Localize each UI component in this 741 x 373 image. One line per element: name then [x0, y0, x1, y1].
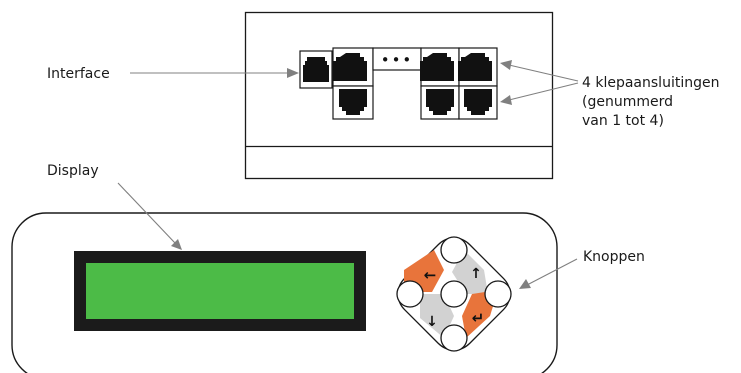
interface-panel: •••: [244, 11, 554, 180]
left-arrow-icon: ←: [424, 266, 437, 284]
control-panel: ← ↑ ↓ ↵: [11, 212, 558, 373]
valve-port-3-socket: [420, 53, 454, 81]
valve-port-6-socket: [464, 89, 492, 115]
keypad: ← ↑ ↓ ↵: [396, 236, 512, 352]
button-top[interactable]: [440, 236, 468, 264]
button-bottom[interactable]: [440, 324, 468, 352]
button-center[interactable]: [440, 280, 468, 308]
key-down-plate: [420, 294, 454, 338]
valve-port-2-socket: [339, 89, 367, 115]
valve-ports-label-line-1: 4 klepaansluitingen: [582, 75, 719, 91]
buttons-label: Knoppen: [583, 249, 645, 265]
valve-ports-leader-upper: [508, 64, 579, 82]
display-leader-arrowhead: [171, 239, 182, 250]
button-right[interactable]: [484, 280, 512, 308]
valve-ports-leader-lower: [508, 82, 579, 101]
leader-lines: [117, 60, 579, 289]
up-arrow-icon: ↑: [470, 266, 482, 282]
valve-ports-leader-lower-arrowhead: [500, 95, 512, 105]
display-screen: [86, 263, 354, 319]
valve-ports-label-line-3: van 1 tot 4): [582, 113, 664, 129]
interface-panel-body: [244, 11, 554, 180]
valve-ports-leader-upper-arrowhead: [500, 60, 512, 70]
valve-port-4-socket: [458, 53, 492, 81]
valve-port-5-socket: [426, 89, 454, 115]
ellipsis-dots: •••: [381, 51, 414, 69]
valve-ports-label-line-2: (genummerd: [582, 94, 673, 110]
display-leader-line: [117, 182, 176, 244]
buttons-leader-line: [526, 258, 578, 286]
interface-jack-socket: [303, 57, 329, 82]
interface-leader-arrowhead: [287, 68, 299, 78]
valve-port-1-socket: [333, 53, 367, 81]
enter-arrow-icon: ↵: [472, 309, 485, 327]
button-left[interactable]: [396, 280, 424, 308]
interface-label: Interface: [47, 66, 110, 82]
display-label: Display: [47, 163, 99, 179]
down-arrow-icon: ↓: [426, 314, 438, 330]
buttons-leader-arrowhead: [519, 279, 531, 289]
